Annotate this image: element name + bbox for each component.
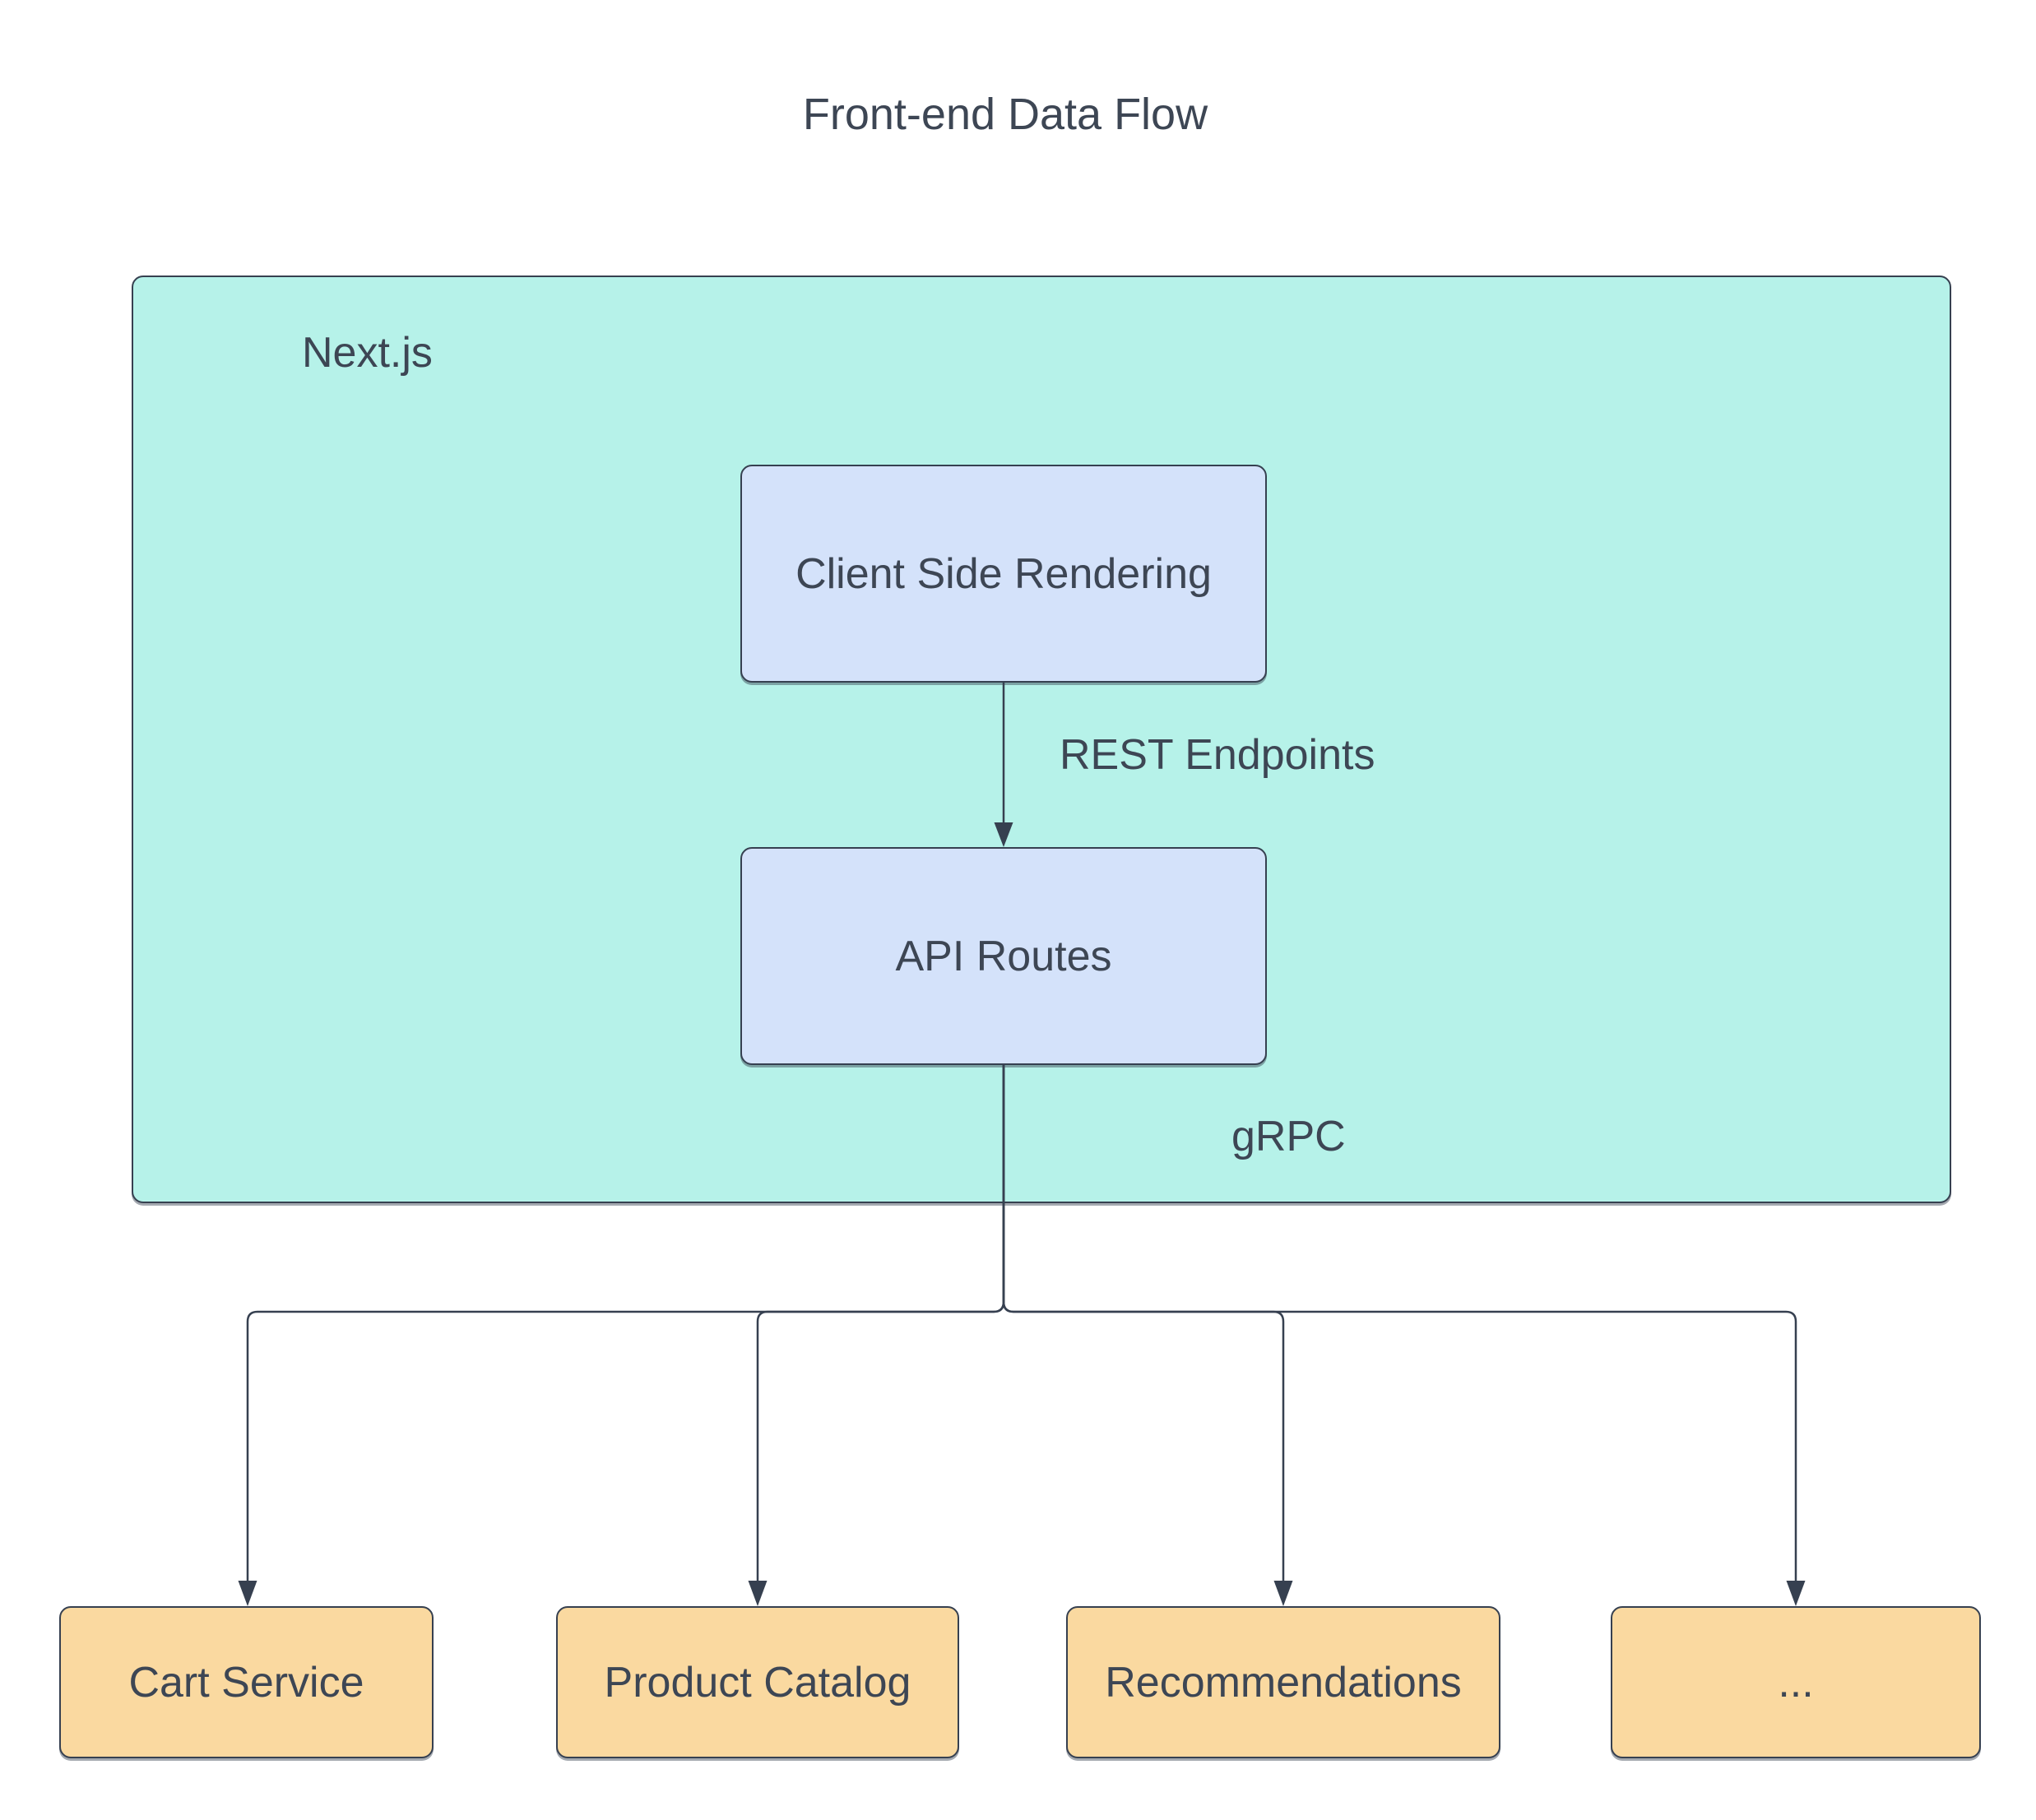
node-cart-service-label: Cart Service <box>128 1658 364 1707</box>
node-more-services-label: ... <box>1778 1658 1814 1707</box>
node-product-catalog: Product Catalog <box>556 1606 959 1758</box>
container-nextjs-label: Next.js <box>302 329 433 377</box>
node-cart-service: Cart Service <box>59 1606 434 1758</box>
edge-label-rest-endpoints: REST Endpoints <box>1060 731 1375 779</box>
node-client-side-rendering: Client Side Rendering <box>740 465 1267 683</box>
node-more-services: ... <box>1611 1606 1981 1758</box>
node-recommendations: Recommendations <box>1066 1606 1500 1758</box>
diagram-title: Front-end Data Flow <box>802 90 1208 139</box>
node-product-catalog-label: Product Catalog <box>604 1658 911 1707</box>
node-client-side-rendering-label: Client Side Rendering <box>795 549 1212 598</box>
edge-label-grpc: gRPC <box>1231 1113 1346 1160</box>
node-recommendations-label: Recommendations <box>1105 1658 1462 1707</box>
node-api-routes-label: API Routes <box>895 932 1112 980</box>
node-api-routes: API Routes <box>740 847 1267 1065</box>
